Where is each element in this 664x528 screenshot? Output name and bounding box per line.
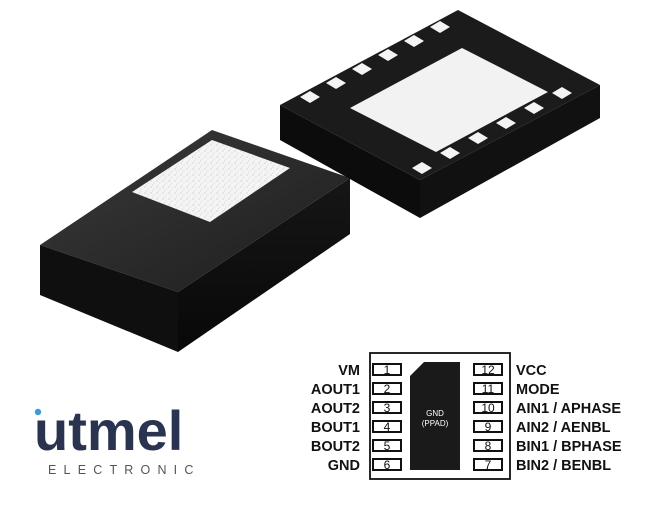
pin-number-5: 5 (384, 439, 391, 453)
package-top-view (40, 130, 350, 352)
pin-box-6 (372, 458, 402, 471)
pin-number-11: 11 (482, 382, 495, 396)
pin-label-4: BOUT1 (311, 420, 360, 436)
logo-subtitle: ELECTRONIC (48, 463, 201, 477)
pin-box-11 (473, 382, 503, 395)
pin-number-8: 8 (485, 439, 492, 453)
pin-number-7: 7 (485, 458, 492, 472)
pin-box-7 (473, 458, 503, 471)
thermal-pad-sublabel: (PPAD) (422, 419, 449, 428)
pin-label-12: VCC (516, 363, 547, 379)
pin-box-10 (473, 401, 503, 414)
pin-number-4: 4 (384, 420, 391, 434)
pin-number-2: 2 (384, 382, 391, 396)
package-outline (369, 352, 511, 480)
pin-label-7: BIN2 / BENBL (516, 458, 611, 474)
pin-label-6: GND (328, 458, 360, 474)
pin-box-2 (372, 382, 402, 395)
package-bottom-view (280, 10, 600, 218)
bottom-exposed-pad (350, 48, 548, 152)
logo-accent-dot (34, 408, 42, 416)
thermal-pad (410, 362, 460, 470)
pin-number-6: 6 (384, 458, 391, 472)
pin-box-9 (473, 420, 503, 433)
utmel-logo: utmel ELECTRONIC (34, 399, 201, 477)
exposed-pad-visible (132, 140, 290, 222)
bottom-side-contacts (300, 21, 572, 174)
pin-box-4 (372, 420, 402, 433)
pin-label-9: AIN2 / AENBL (516, 420, 611, 436)
pin-label-10: AIN1 / APHASE (516, 401, 621, 417)
pin-label-8: BIN1 / BPHASE (516, 439, 622, 455)
pin-box-12 (473, 363, 503, 376)
logo-wordmark: utmel (34, 399, 183, 462)
pin-label-1: VM (338, 363, 360, 379)
pin-box-5 (372, 439, 402, 452)
pin-box-3 (372, 401, 402, 414)
pin-box-1 (372, 363, 402, 376)
pin-number-1: 1 (384, 363, 391, 377)
pinout-diagram: GND (PPAD) 1 2 3 4 5 6 12 11 10 9 8 7 VM… (311, 352, 622, 480)
pin-number-12: 12 (481, 363, 495, 377)
pin-box-8 (473, 439, 503, 452)
thermal-pad-label: GND (426, 409, 444, 418)
pin-label-5: BOUT2 (311, 439, 360, 455)
pin-label-3: AOUT2 (311, 401, 360, 417)
pin-label-2: AOUT1 (311, 382, 360, 398)
pin-number-9: 9 (485, 420, 492, 434)
pin-label-11: MODE (516, 382, 560, 398)
pin-number-10: 10 (481, 401, 495, 415)
pin-number-3: 3 (384, 401, 391, 415)
